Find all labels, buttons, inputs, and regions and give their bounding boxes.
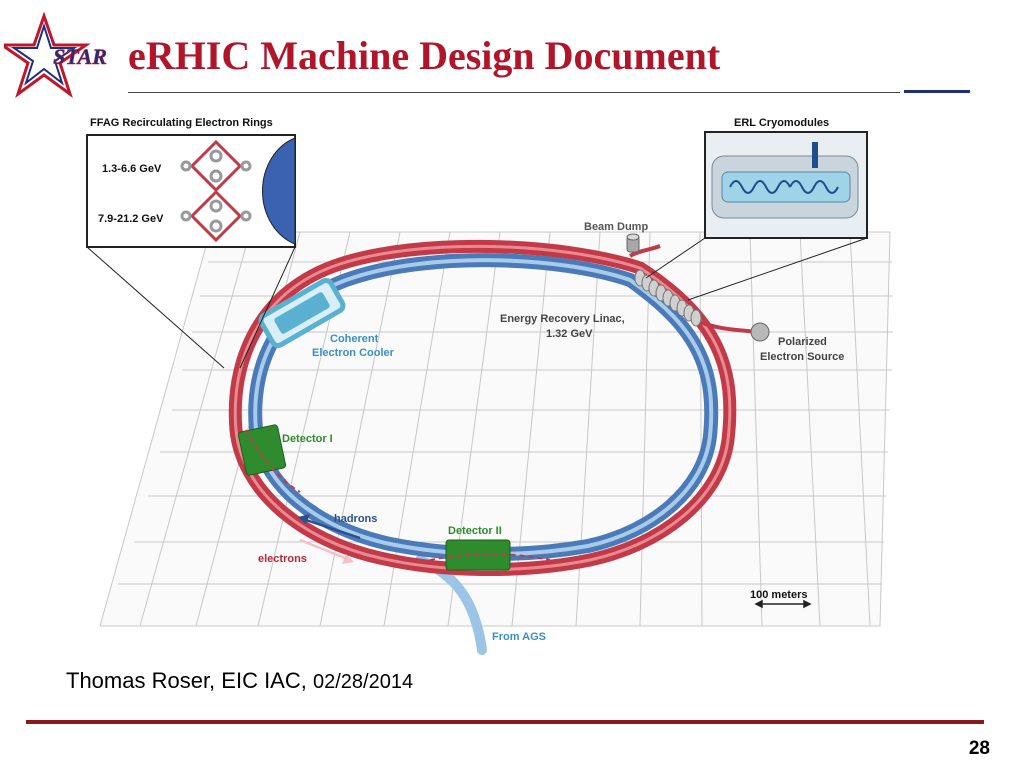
ffag-magnet-high-icon [180,189,252,243]
hadrons-label: hadrons [334,513,377,525]
footer-divider [26,720,984,724]
logo-text: STAR [53,44,107,69]
electron-rings [228,239,759,577]
ffag-inset-title: FFAG Recirculating Electron Rings [90,117,273,129]
cooler-label-line1: Coherent [330,333,379,345]
slide-title: eRHIC Machine Design Document [128,33,721,78]
coherent-electron-cooler [258,277,346,349]
source-label-line1: Polarized [778,336,827,348]
logo-star-outline-icon [4,12,91,98]
page-number: 28 [968,738,990,759]
erhic-diagram: FFAG Recirculating Electron Rings 1.3-6.… [86,117,893,655]
erl-inset-title: ERL Cryomodules [734,117,829,129]
erl-inset [645,131,868,301]
ffag-ring-high-label: 7.9-21.2 GeV [98,213,164,225]
energy-recovery-linac [634,269,702,327]
scale-bar [754,599,812,609]
hadrons-arrow-icon [299,516,361,540]
ffag-inset [86,134,296,369]
footer-author-name: Thomas Roser, EIC IAC, [66,668,313,693]
ffag-ring-low-label: 1.3-6.6 GeV [102,163,162,175]
from-ags-label: From AGS [492,631,546,643]
scale-label: 100 meters [750,589,808,601]
beam-dump-label: Beam Dump [584,221,648,233]
hadron-ring [248,253,719,562]
linac-label-line2: 1.32 GeV [546,328,593,340]
footer-date: 02/28/2014 [312,671,414,693]
detector-1 [237,424,287,476]
electrons-arrow-icon [299,538,351,562]
electrons-label: electrons [258,553,307,565]
logo-star-inner-icon [10,22,78,86]
detector-2-label: Detector II [448,525,502,537]
star-logo: STAR [4,12,107,98]
title-underline-accent [904,90,970,93]
beam-dump-icon [626,233,640,253]
linac-label-line1: Energy Recovery Linac, [500,313,625,325]
electron-source-icon [750,322,770,342]
detector-1-label: Detector I [282,433,333,445]
footer-author: Thomas Roser, EIC IAC, 02/28/2014 [66,668,413,694]
cooler-label-line2: Electron Cooler [312,347,395,359]
source-label-line2: Electron Source [760,351,844,363]
title-underline [128,92,900,93]
